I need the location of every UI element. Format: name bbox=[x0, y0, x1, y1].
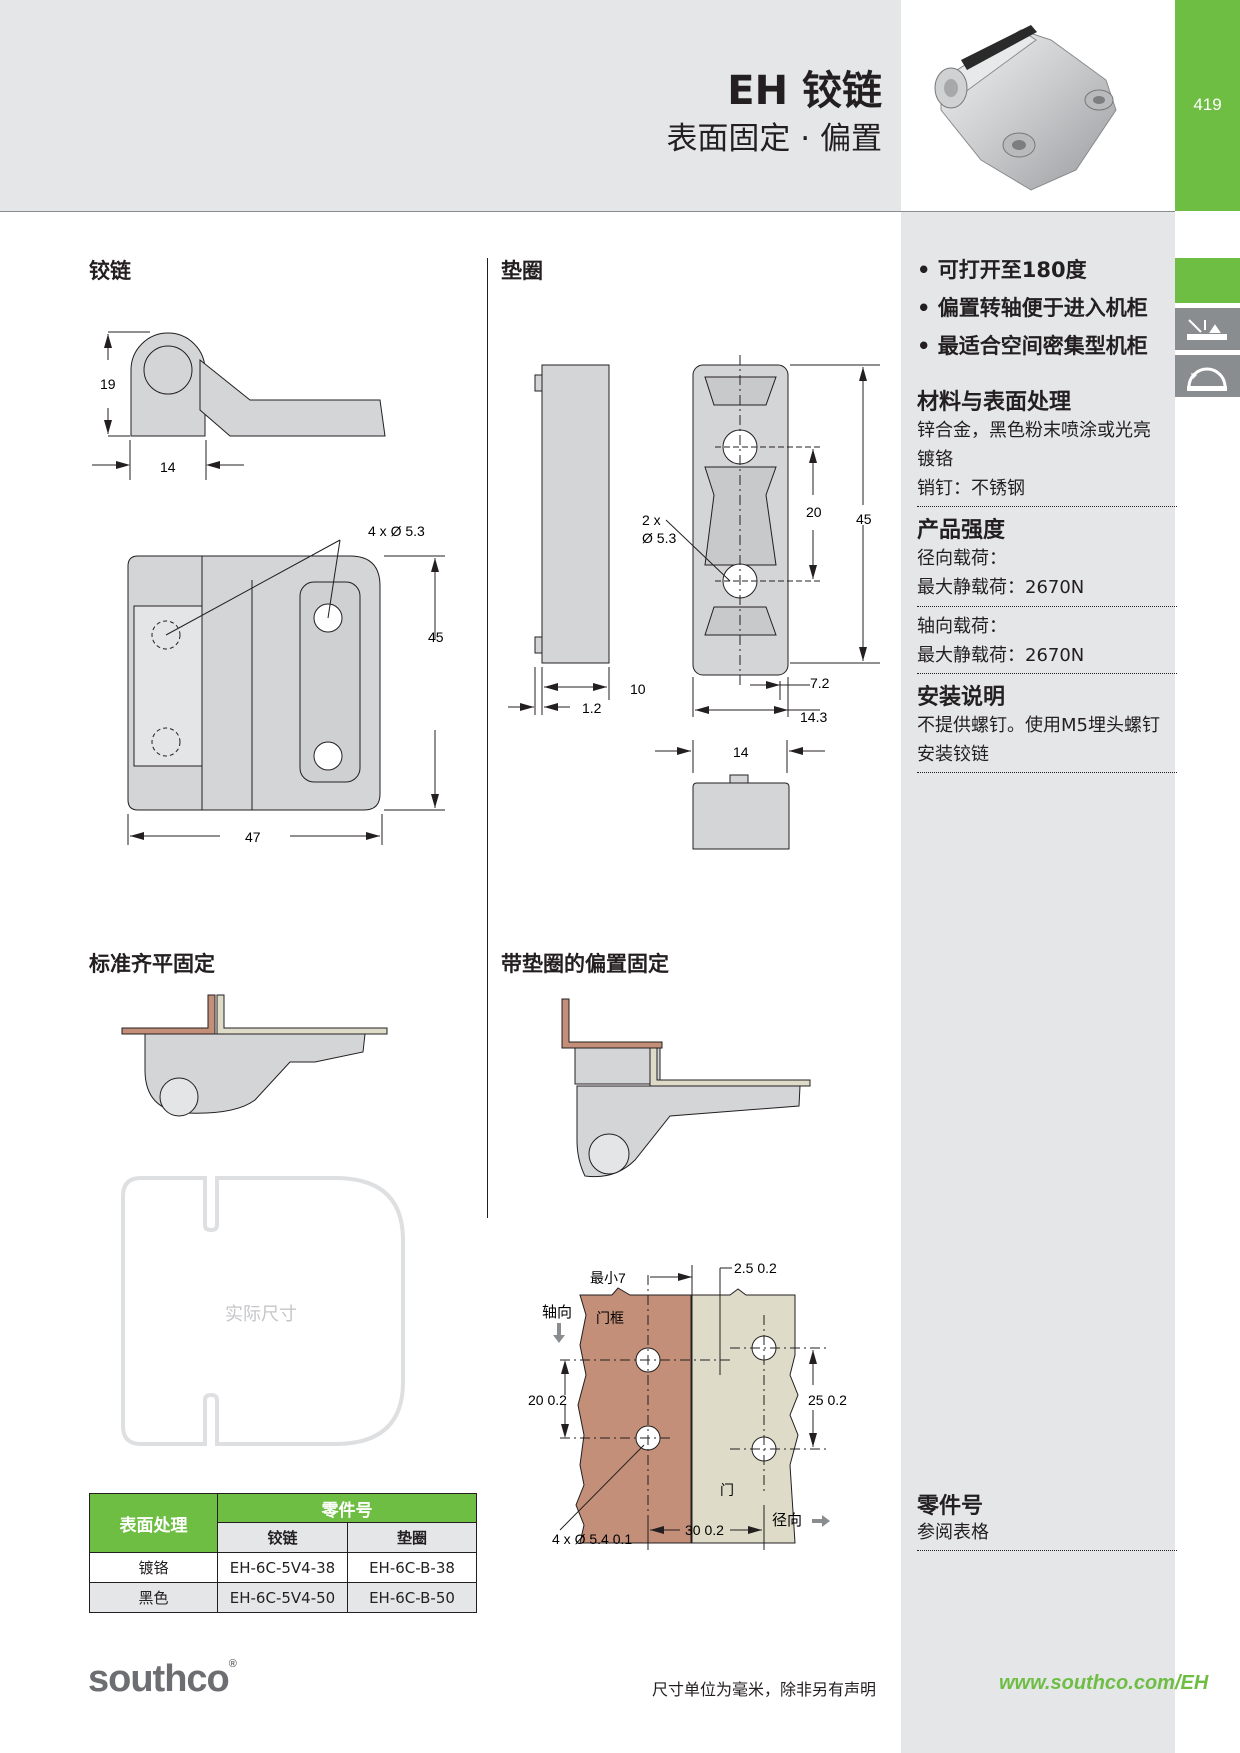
material-heading: 材料与表面处理 bbox=[917, 390, 1072, 415]
install-text: 不提供螺钉。使用M5埋头螺钉 bbox=[917, 715, 1160, 736]
part-number-heading: 零件号 bbox=[917, 1494, 984, 1519]
offset-mount-title: 带垫圈的偏置固定 bbox=[501, 952, 669, 976]
mounting-cutout-drawing: 最小7 2.5 0.2 轴向 门框 20 0.2 25 0.2 门 4 x Ø … bbox=[528, 1260, 847, 1550]
dim-label: 14.3 bbox=[800, 709, 827, 725]
actual-size-outline bbox=[121, 1176, 405, 1446]
install-text: 安装铰链 bbox=[917, 744, 989, 765]
actual-size-label: 实际尺寸 bbox=[225, 1304, 297, 1325]
install-heading: 安装说明 bbox=[917, 685, 1006, 710]
table-cell-finish: 黑色 bbox=[89, 1582, 218, 1613]
table-cell-hinge: EH-6C-5V4-38 bbox=[217, 1552, 348, 1583]
washer-drawing: 45 20 2 x Ø 5.3 10 1.2 7.2 14.3 14 bbox=[508, 355, 880, 850]
feature-item: • 偏置转轴便于进入机柜 bbox=[917, 296, 1148, 320]
hinge-photo bbox=[934, 25, 1117, 191]
dim-label: 14 bbox=[733, 744, 749, 760]
units-note: 尺寸单位为毫米，除非另有声明 bbox=[652, 1680, 877, 1699]
table-row: 黑色 EH-6C-5V4-50 EH-6C-B-50 bbox=[89, 1582, 477, 1613]
door-label: 门 bbox=[720, 1482, 734, 1498]
dim-label: 2 x bbox=[642, 512, 661, 528]
axial-load-value: 最大静载荷：2670N bbox=[917, 645, 1085, 666]
dim-label: 10 bbox=[630, 681, 646, 697]
standard-mount-drawing bbox=[121, 994, 388, 1117]
dim-label: 19 bbox=[100, 376, 116, 392]
radial-label: 径向 bbox=[772, 1512, 802, 1529]
material-text: 镀铬 bbox=[917, 449, 953, 470]
dim-label: 4 x Ø 5.3 bbox=[368, 523, 425, 539]
parts-table: 表面处理 零件号 铰链 垫圈 镀铬 EH-6C-5V4-38 EH-6C-B-3… bbox=[89, 1493, 477, 1613]
dim-label: 25 0.2 bbox=[808, 1392, 847, 1408]
material-text: 销钉：不锈钢 bbox=[917, 478, 1025, 499]
axial-load-label: 轴向载荷： bbox=[917, 616, 1007, 637]
rotation-icon bbox=[1175, 355, 1240, 397]
dim-label: 4 x Ø 5.4 0.1 bbox=[552, 1531, 632, 1547]
divider bbox=[917, 606, 1177, 607]
table-header-washer: 垫圈 bbox=[347, 1522, 477, 1553]
column-divider bbox=[487, 258, 488, 1218]
hinge-section-title: 铰链 bbox=[89, 259, 131, 283]
dim-label: 7.2 bbox=[810, 675, 830, 691]
page-tab bbox=[1175, 0, 1240, 211]
divider bbox=[917, 673, 1177, 674]
spec-sidebar bbox=[901, 212, 1175, 1753]
divider bbox=[917, 1550, 1177, 1551]
dim-label: 45 bbox=[428, 629, 444, 645]
part-number-text: 参阅表格 bbox=[917, 1522, 989, 1543]
page-title: EH 铰链 bbox=[727, 68, 882, 114]
dim-label: 20 bbox=[806, 504, 822, 520]
dim-label: 14 bbox=[160, 459, 176, 475]
dim-label: 1.2 bbox=[582, 700, 602, 716]
table-row: 镀铬 EH-6C-5V4-38 EH-6C-B-38 bbox=[89, 1552, 477, 1583]
table-header-part: 零件号 bbox=[217, 1493, 477, 1523]
side-tab-marker bbox=[1175, 258, 1240, 303]
dim-label: 2.5 0.2 bbox=[734, 1260, 777, 1276]
page-subtitle: 表面固定 · 偏置 bbox=[666, 121, 882, 157]
dim-label: 30 0.2 bbox=[685, 1522, 724, 1538]
feature-item: • 最适合空间密集型机柜 bbox=[917, 334, 1148, 358]
product-photo bbox=[901, 0, 1175, 212]
dim-label: 45 bbox=[856, 511, 872, 527]
dim-label: 20 0.2 bbox=[528, 1392, 567, 1408]
hinge-side-drawing: 19 14 bbox=[92, 331, 386, 480]
table-cell-hinge: EH-6C-5V4-50 bbox=[217, 1582, 348, 1613]
material-text: 锌合金，黑色粉末喷涂或光亮 bbox=[917, 420, 1151, 441]
website-link[interactable]: www.southco.com/EH bbox=[999, 1672, 1209, 1694]
strength-heading: 产品强度 bbox=[917, 518, 1006, 543]
dim-label: 47 bbox=[245, 829, 261, 845]
header-band bbox=[0, 0, 901, 212]
frame-label: 门框 bbox=[596, 1310, 624, 1326]
feature-list: • 可打开至180度 • 偏置转轴便于进入机柜 • 最适合空间密集型机柜 bbox=[917, 254, 1148, 360]
surface-finish-icon bbox=[1175, 308, 1240, 350]
table-cell-finish: 镀铬 bbox=[89, 1552, 218, 1583]
hinge-top-drawing: 4 x Ø 5.3 45 47 bbox=[127, 523, 445, 845]
southco-logo: southco® bbox=[88, 1658, 237, 1700]
divider bbox=[917, 772, 1177, 773]
table-cell-washer: EH-6C-B-38 bbox=[347, 1552, 477, 1583]
radial-load-label: 径向载荷： bbox=[917, 548, 1007, 569]
axial-label: 轴向 bbox=[542, 1304, 572, 1321]
table-header-hinge: 铰链 bbox=[217, 1522, 348, 1553]
standard-mount-title: 标准齐平固定 bbox=[89, 952, 215, 976]
offset-mount-drawing bbox=[561, 998, 811, 1178]
dim-label: 最小7 bbox=[590, 1270, 626, 1286]
page-number: 419 bbox=[1193, 95, 1222, 114]
dim-label: Ø 5.3 bbox=[642, 530, 676, 546]
radial-load-value: 最大静载荷：2670N bbox=[917, 577, 1085, 598]
table-cell-washer: EH-6C-B-50 bbox=[347, 1582, 477, 1613]
table-header-finish: 表面处理 bbox=[89, 1493, 218, 1553]
divider bbox=[917, 506, 1177, 507]
feature-item: • 可打开至180度 bbox=[917, 258, 1087, 282]
washer-section-title: 垫圈 bbox=[501, 259, 543, 283]
